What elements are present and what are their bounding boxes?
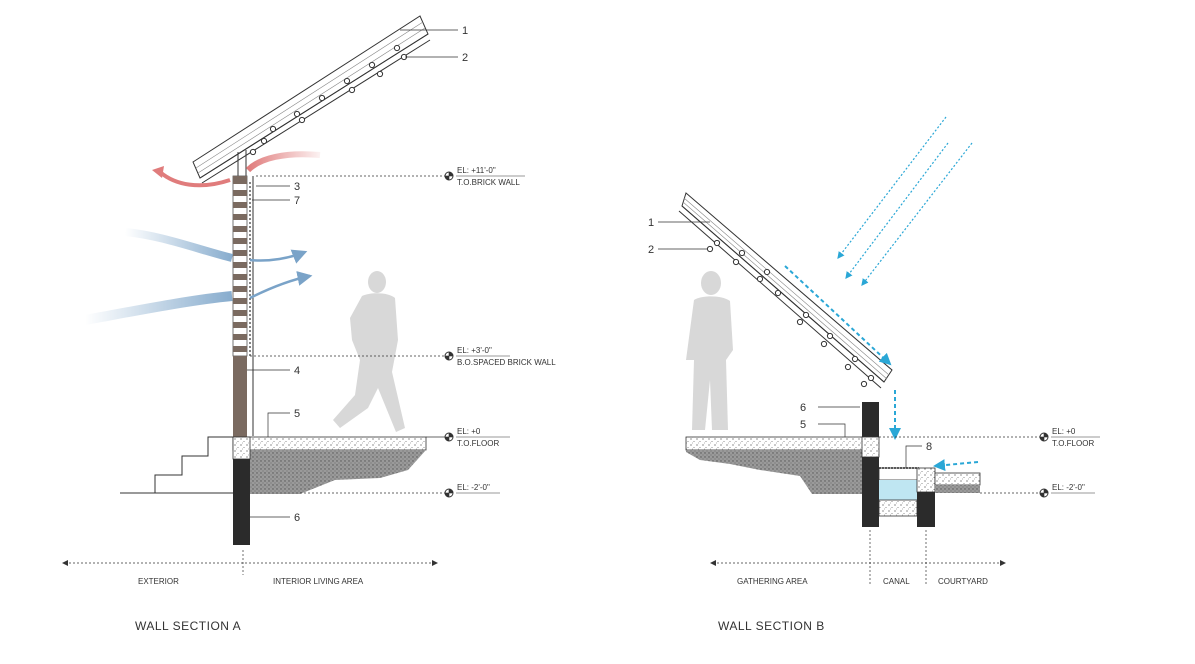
callout-a-3: 3	[294, 181, 300, 193]
floor-slab-b	[685, 402, 880, 527]
roof-a	[192, 15, 431, 184]
elevation-marker-a-2: EL: +3'-0" B.O.SPACED BRICK WALL	[444, 346, 556, 367]
person-silhouette-a	[333, 271, 405, 432]
callout-a-1: 1	[462, 25, 468, 37]
zone-canal: CANAL	[883, 577, 910, 586]
elevation-marker-a-1: EL: +11'-0" T.O.BRICK WALL	[444, 166, 525, 187]
callout-b-8: 8	[926, 441, 932, 453]
elevation-marker-b-2: EL: -2'-0"	[1039, 483, 1095, 498]
elevation-a-1-desc: T.O.BRICK WALL	[457, 178, 520, 187]
elevation-a-3-label: EL: +0	[457, 427, 481, 436]
section-b: EL: +0 T.O.FLOOR EL: -2'-0" 1 2 6 5 8 GA…	[648, 116, 1100, 633]
callout-b-1: 1	[648, 217, 654, 229]
section-a-title: WALL SECTION A	[135, 619, 241, 633]
callout-a-4: 4	[294, 365, 300, 377]
elevation-b-2-label: EL: -2'-0"	[1052, 483, 1085, 492]
zone-gathering-area: GATHERING AREA	[737, 577, 808, 586]
zone-courtyard: COURTYARD	[938, 577, 988, 586]
warm-air-arrow-right	[245, 151, 321, 173]
callout-a-5: 5	[294, 408, 300, 420]
elevation-a-2-label: EL: +3'-0"	[457, 346, 492, 355]
elevation-a-1-label: EL: +11'-0"	[457, 166, 496, 175]
elevation-marker-a-3: EL: +0 T.O.FLOOR	[444, 427, 510, 448]
canal	[878, 467, 981, 527]
person-silhouette-b	[686, 271, 733, 430]
elevation-marker-b-1: EL: +0 T.O.FLOOR	[1039, 427, 1100, 448]
floor-slab-a	[232, 436, 427, 545]
exterior-stairs	[120, 436, 233, 494]
callout-b-6: 6	[800, 402, 806, 414]
cool-air-arrow-lower	[84, 291, 233, 325]
elevation-a-4-label: EL: -2'-0"	[457, 483, 490, 492]
callout-a-7: 7	[294, 195, 300, 207]
section-a: EL: +11'-0" T.O.BRICK WALL EL: +3'-0" B.…	[62, 15, 556, 633]
callout-a-6: 6	[294, 512, 300, 524]
warm-air-arrow-left	[158, 170, 231, 188]
callout-b-5: 5	[800, 419, 806, 431]
elevation-marker-a-4: EL: -2'-0"	[444, 483, 500, 498]
section-b-title: WALL SECTION B	[718, 619, 825, 633]
callout-b-2: 2	[648, 244, 654, 256]
elevation-b-1-desc: T.O.FLOOR	[1052, 439, 1094, 448]
zone-exterior: EXTERIOR	[138, 577, 179, 586]
zone-interior-living: INTERIOR LIVING AREA	[273, 577, 364, 586]
elevation-a-3-desc: T.O.FLOOR	[457, 439, 499, 448]
elevation-a-2-desc: B.O.SPACED BRICK WALL	[457, 358, 556, 367]
cool-air-arrow-upper	[124, 228, 233, 262]
elevation-b-1-label: EL: +0	[1052, 427, 1076, 436]
spaced-brick-wall	[232, 175, 254, 438]
roof-b	[678, 192, 893, 389]
callout-a-2: 2	[462, 52, 468, 64]
